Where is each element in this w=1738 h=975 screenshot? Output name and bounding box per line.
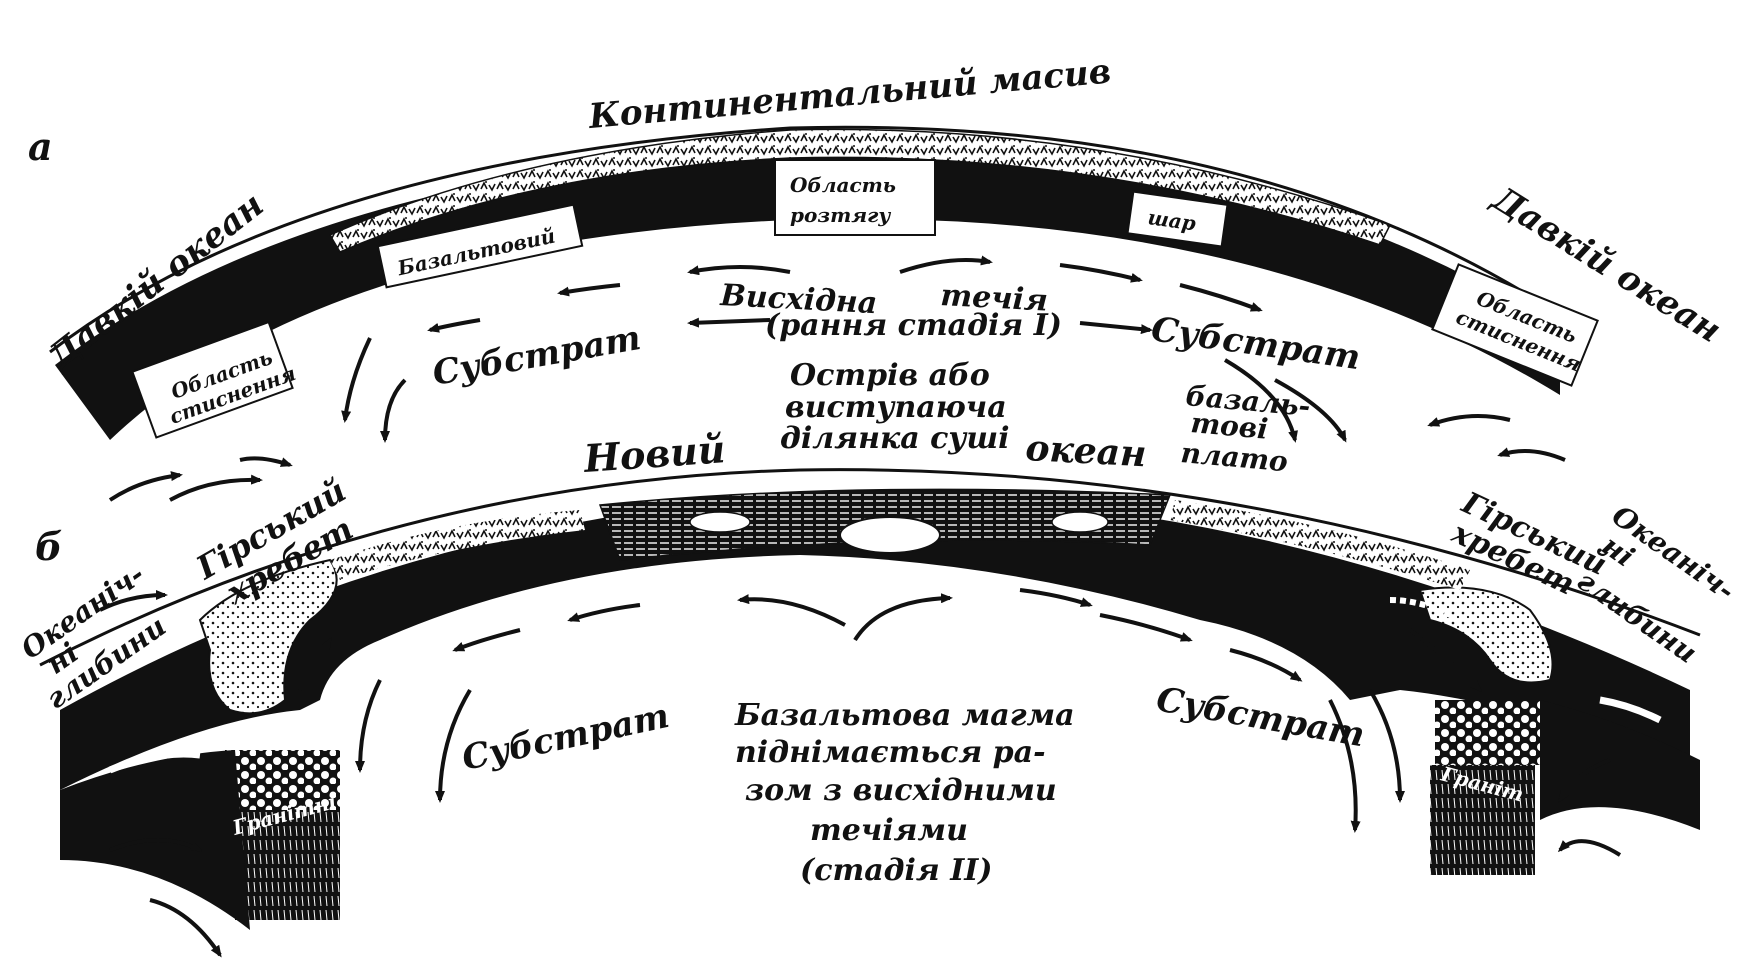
- plateau-label-3: плато: [1179, 436, 1289, 478]
- new-label: Новий: [581, 426, 726, 481]
- panel-a-letter: а: [28, 124, 53, 169]
- convection-arrows-a: [108, 255, 1566, 502]
- ascending-label-2: течія: [940, 278, 1049, 319]
- magma-label-5: (стадія II): [800, 853, 992, 888]
- compression-box-left: [131, 320, 294, 439]
- plateau-label-2: тові: [1189, 406, 1269, 446]
- ocean-surface-line-b: [39, 468, 1701, 667]
- crust-streak-right: [1599, 696, 1662, 724]
- ocean-label: океан: [1025, 427, 1148, 475]
- right-crust-rubble: [1170, 500, 1470, 590]
- extension-line2: розтягу: [790, 203, 891, 227]
- granite-right-balls: [1435, 700, 1545, 765]
- continental-crust: [328, 128, 1392, 253]
- crust-streak-left: [108, 750, 201, 774]
- basalt-box: [376, 203, 584, 289]
- right-dark-wedge: [1540, 700, 1700, 830]
- magma-label-3: зом з висхідними: [745, 773, 1057, 808]
- crust-streak-right-2: [1389, 597, 1452, 618]
- island-label-2: виступаюча: [785, 390, 1007, 425]
- granite-left-roots: [235, 810, 340, 920]
- substrate-right-label-a: Субстрат: [1149, 309, 1363, 378]
- ascending-label-1: Висхідна: [719, 278, 879, 321]
- granite-left-balls: [225, 750, 340, 810]
- old-ocean-surface-line: [49, 125, 1569, 354]
- crust-band-b: [60, 494, 1690, 790]
- magma-label-4: течіями: [810, 813, 968, 848]
- left-mountain-ridge: [198, 558, 338, 715]
- island-label-3: ділянка суші: [780, 421, 1010, 456]
- right-mountain-ridge: [1418, 586, 1554, 684]
- island-blob: [839, 516, 941, 554]
- substrate-right-label-b: Субстрат: [1153, 679, 1367, 755]
- continental-massif-label: Континентальний масив: [586, 51, 1112, 137]
- substrate-left-label-b: Субстрат: [459, 696, 673, 779]
- extension-box: [774, 159, 936, 236]
- granite-right-roots: [1430, 765, 1535, 875]
- panel-b-letter: б: [35, 524, 62, 569]
- extension-line1: Область: [790, 173, 896, 197]
- compression-box-right: [1431, 263, 1599, 387]
- early-stage-label: (рання стадія I): [765, 308, 1062, 343]
- panel-b: б Новий океан Острів або виступаюча діля…: [15, 358, 1738, 958]
- substrate-left-label-a: Субстрат: [430, 318, 644, 394]
- magma-label-2: піднімається ра-: [735, 735, 1046, 770]
- convection-arrows-b: [99, 588, 1622, 958]
- island-label-1: Острів або: [790, 358, 990, 393]
- island-small-right: [1051, 511, 1109, 533]
- left-crust-rubble: [330, 510, 585, 580]
- magma-label-1: Базальтова магма: [734, 698, 1075, 733]
- island-small-left: [689, 511, 751, 533]
- layer-box: [1126, 190, 1229, 248]
